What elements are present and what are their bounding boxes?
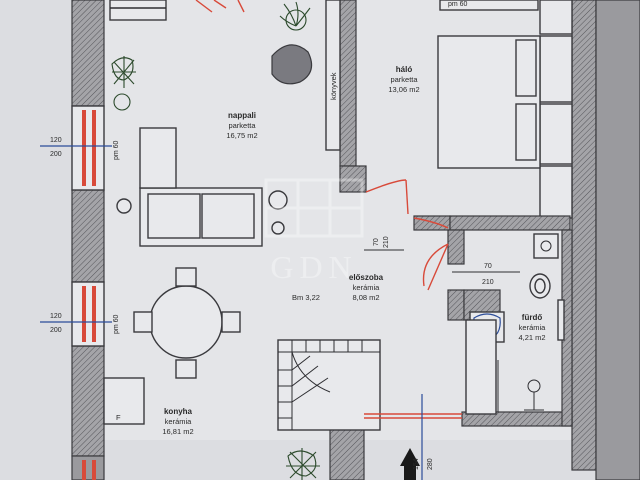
side-table-1: [116, 198, 132, 214]
win1-width: 120: [50, 137, 62, 144]
entry-width: 154: [413, 458, 420, 470]
win1-height: 200: [50, 151, 62, 158]
watermark-text: GDN: [270, 249, 357, 285]
armchair: [271, 44, 313, 85]
watermark-logo: GDN: [264, 178, 364, 285]
room-area: 16,81 m2: [162, 427, 193, 436]
side-table-3: [271, 221, 285, 235]
dimension-lines: [40, 145, 520, 480]
left-wall: [71, 0, 105, 480]
balcony-door: [109, 0, 245, 21]
entry-arrow: [400, 448, 420, 480]
plants: [111, 1, 320, 480]
pm-label-2: pm 60: [113, 314, 120, 334]
room-name: nappali: [228, 111, 256, 120]
bed: [437, 0, 541, 169]
bookshelf: [325, 0, 341, 151]
room-label-eloszoba: előszoba kerámia 8,08 m2: [349, 273, 384, 302]
room-label-konyha: konyha kerámia 16,81 m2: [162, 407, 193, 436]
door2-width: 70: [484, 263, 492, 270]
right-wall: [539, 0, 640, 480]
fridge-label: F: [116, 413, 121, 422]
room-name: előszoba: [349, 273, 384, 282]
win2-width: 120: [50, 313, 62, 320]
bathroom-fixtures: [465, 233, 565, 415]
win2-height: 200: [50, 327, 62, 334]
room-floor: parketta: [228, 121, 256, 130]
room-floor: kerámia: [165, 417, 193, 426]
pm-label-1: pm 60: [113, 140, 120, 160]
doors: [364, 179, 462, 419]
sofa: [139, 127, 263, 247]
pm-label-top: pm 60: [448, 1, 468, 8]
room-area: 8,08 m2: [352, 293, 379, 302]
door1-width: 70: [373, 238, 380, 246]
room-label-furdo: fürdő kerámia 4,21 m2: [518, 313, 546, 342]
room-floor: kerámia: [353, 283, 381, 292]
door1-height: 210: [383, 236, 390, 248]
room-label-halo: háló parketta 13,06 m2: [388, 65, 419, 94]
side-table-2: [268, 190, 288, 210]
entry-height: 280: [427, 458, 434, 470]
room-floor: kerámia: [519, 323, 547, 332]
room-label-nappali: nappali parketta 16,75 m2: [226, 111, 257, 140]
room-name: fürdő: [522, 313, 543, 322]
dining-set: [133, 267, 241, 379]
room-area: 4,21 m2: [518, 333, 545, 342]
room-name: háló: [396, 65, 413, 74]
door2-height: 210: [482, 279, 494, 286]
room-area: 13,06 m2: [388, 85, 419, 94]
kitchen-counter: F: [103, 377, 145, 425]
staircase: [277, 339, 381, 431]
konyvek-label: könyvek: [329, 72, 338, 100]
room-name: konyha: [164, 407, 193, 416]
room-floor: parketta: [390, 75, 418, 84]
room-area: 16,75 m2: [226, 131, 257, 140]
bm-label: Bm 3,22: [292, 293, 320, 302]
